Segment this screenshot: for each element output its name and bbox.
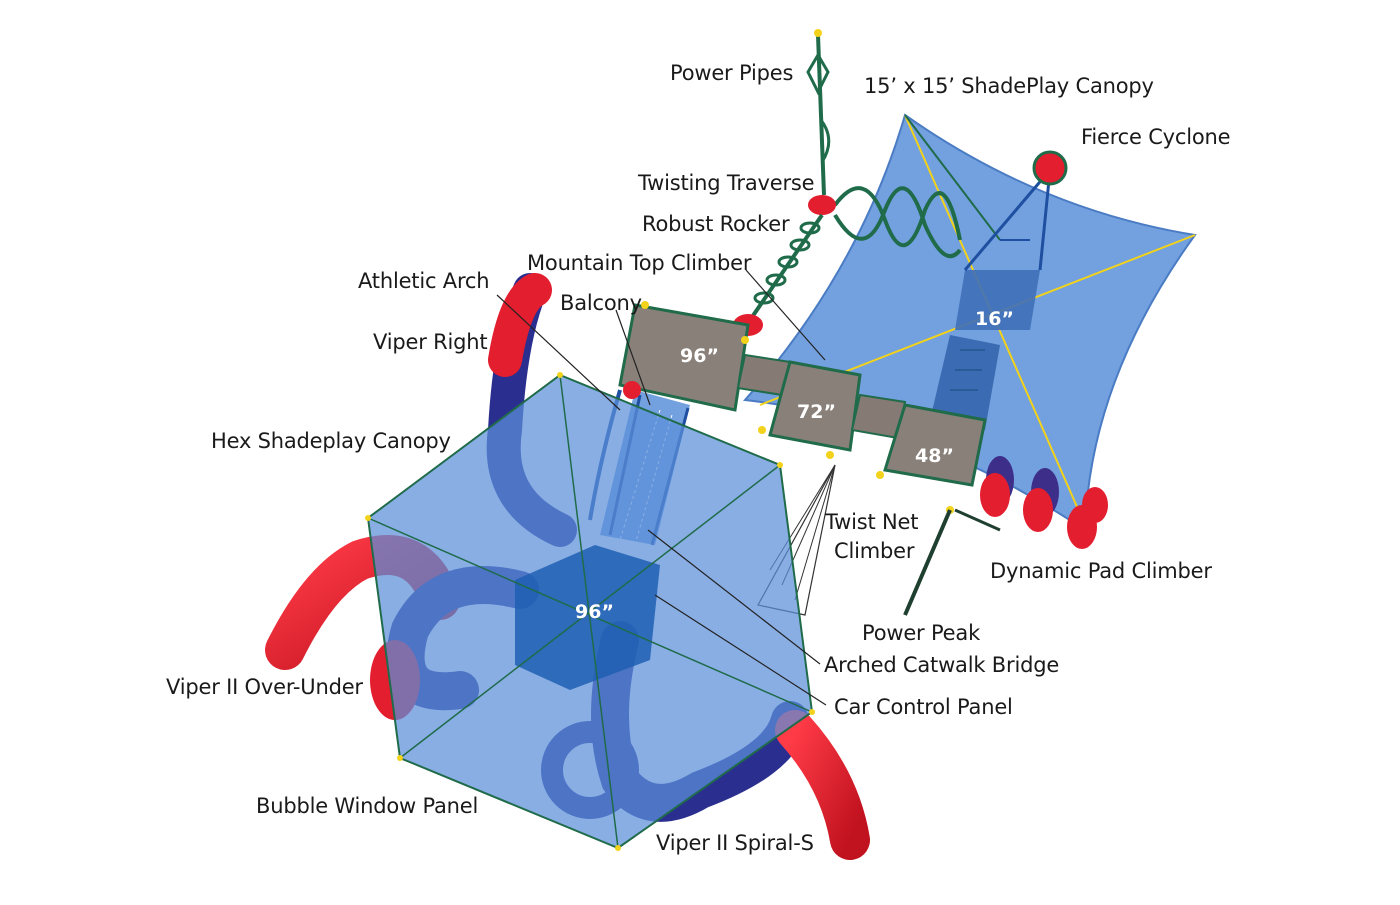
label-twist-net-climber: Climber (834, 539, 915, 563)
deck-structure (618, 301, 987, 514)
deck-height-right: 48” (915, 445, 954, 467)
label-balcony: Balcony (560, 291, 642, 315)
deck-height-middle: 72” (797, 401, 836, 423)
label-hex-shadeplay-canopy: Hex Shadeplay Canopy (211, 429, 451, 453)
label-power-peak: Power Peak (862, 621, 981, 645)
power-pipes (806, 29, 831, 196)
power-peak (903, 508, 1001, 616)
label-mountain-top-climber: Mountain Top Climber (527, 251, 752, 275)
label-athletic-arch: Athletic Arch (358, 269, 490, 293)
label-shadeplay-canopy: 15’ x 15’ ShadePlay Canopy (864, 74, 1154, 98)
label-viper-ii-spiral-s: Viper II Spiral-S (656, 831, 814, 855)
label-arched-catwalk-bridge: Arched Catwalk Bridge (824, 653, 1060, 677)
label-twisting-traverse: Twisting Traverse (638, 171, 815, 195)
fierce-cyclone (1032, 150, 1068, 186)
label-bubble-window-panel: Bubble Window Panel (256, 794, 479, 818)
dynamic-pad-climber (980, 456, 1108, 549)
canopy-tower (930, 169, 1052, 430)
hex-shadeplay-canopy (365, 372, 815, 851)
label-power-pipes: Power Pipes (670, 61, 794, 85)
label-twist-net: Twist Net (825, 510, 919, 534)
label-viper-right: Viper Right (373, 330, 488, 354)
hex-deck-height: 96” (575, 601, 614, 623)
canopy-deck-height: 16” (975, 308, 1014, 330)
label-robust-rocker: Robust Rocker (642, 212, 790, 236)
deck-height-top-left: 96” (680, 345, 719, 367)
twisting-traverse (808, 186, 962, 258)
leader-lines (496, 269, 827, 706)
label-viper-ii-over-under: Viper II Over-Under (166, 675, 363, 699)
label-fierce-cyclone: Fierce Cyclone (1081, 125, 1231, 149)
label-dynamic-pad-climber: Dynamic Pad Climber (990, 559, 1212, 583)
label-car-control-panel: Car Control Panel (834, 695, 1013, 719)
